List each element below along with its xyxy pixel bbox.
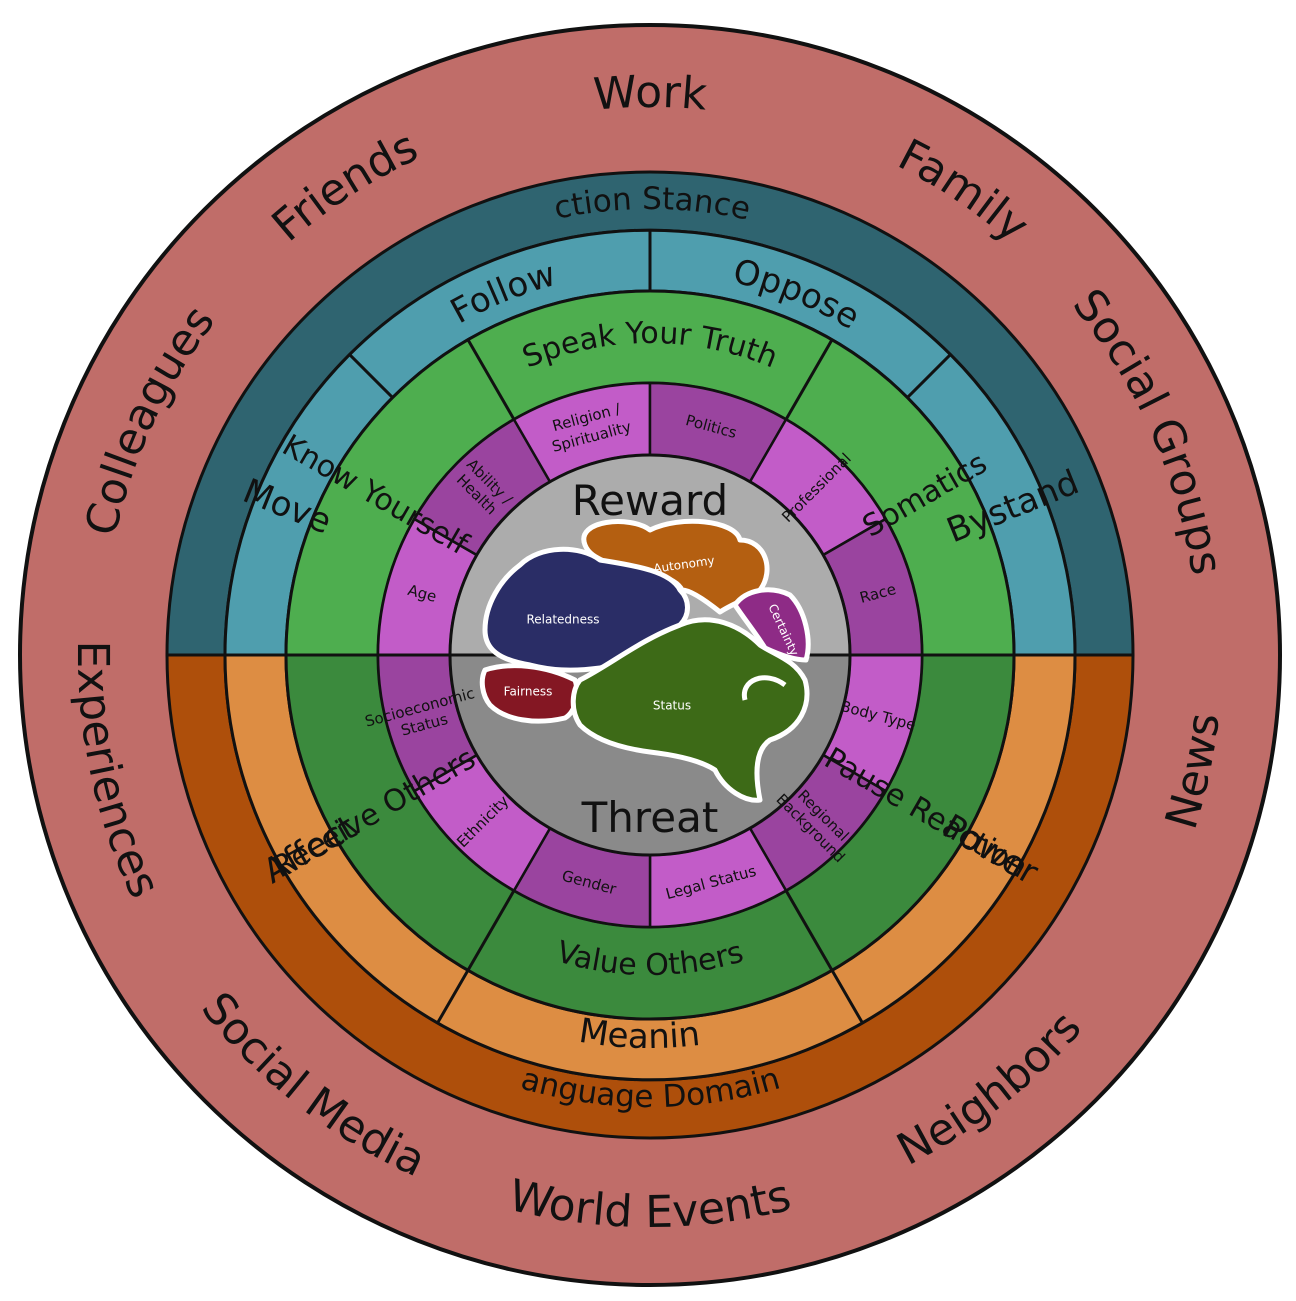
reward-label: Reward [572,476,728,525]
lobe-label-fairness: Fairness [504,685,553,699]
lobe-label-relatedness: Relatedness [526,613,599,627]
sector-divider [784,339,834,421]
status-lobe [479,663,580,724]
certainty-lobe [732,587,811,663]
sector-divider [466,889,516,971]
outer-label-work: Work [592,67,710,121]
sector-divider [466,339,516,421]
sector-divider [784,889,834,971]
sector-divider [830,969,864,1024]
brain-fold [741,675,787,701]
sector-divider [436,969,470,1024]
fairness-lobe [570,617,810,803]
sector-divider [906,353,952,399]
brain-graphic [479,518,811,803]
lobe-label-status: Status [653,699,691,713]
threat-label: Threat [581,793,719,842]
sector-divider [348,353,394,399]
